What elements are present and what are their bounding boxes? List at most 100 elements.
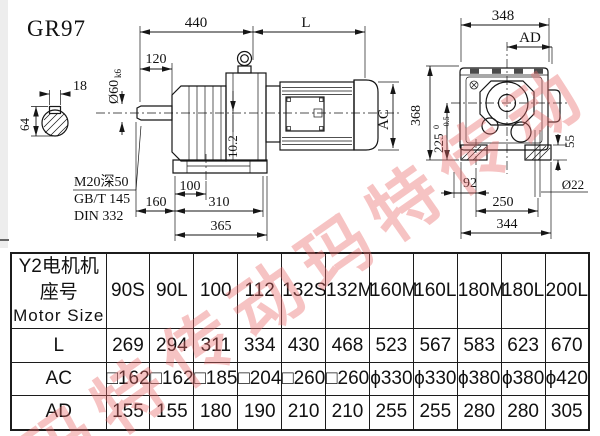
thread-note-line3: DIN 332 [74,209,123,224]
dim-440-label: 440 [185,15,208,31]
dim-AD-label: AD [519,30,541,46]
table-cell: 583 [456,328,502,364]
dim-120-label: 120 [146,52,167,67]
row-label-AD: AD [10,395,107,431]
motor-size-table: Y2电机机座号 Motor Size 90S 90L 100 112 132S … [10,252,590,431]
column-header-90s: 90S [105,252,151,330]
table-cell: 269 [105,328,151,364]
foot-hatching [461,144,551,161]
dim-shaft-height-label: 64 [17,118,32,132]
end-view: 348 AD 368 225 0 -0.5 55 92 250 344 Ø22 [409,8,588,239]
table-cell: 567 [412,328,458,364]
table-cell: □260 [281,362,327,397]
table-cell: ϕ380 [500,362,546,397]
table-cell: ϕ330 [412,362,458,397]
table-cell: ϕ380 [456,362,502,397]
column-header-112: 112 [237,252,283,330]
svg-text:225: 225 [431,134,446,154]
column-header-132s: 132S [281,252,327,330]
dim-100-label: 100 [180,179,201,194]
output-bore-circle [497,93,517,113]
dim-344-label: 344 [497,217,518,232]
header-motor-size-cn: Y2电机机座号 [18,256,99,303]
table-cell: 155 [105,395,151,431]
flange-octagon [479,80,535,126]
keyway [48,105,62,115]
dim-key-width-label: 18 [73,79,87,94]
dim-225-tol-lower: -0.5 [442,116,451,129]
table-row-L: L 269 294 311 334 430 468 523 567 583 62… [10,328,590,364]
table-header-row: Y2电机机座号 Motor Size 90S 90L 100 112 132S … [10,252,590,330]
table-cell: □162 [149,362,195,397]
scan-edge-artifact [0,0,8,248]
column-header-132m: 132M [325,252,374,330]
column-header-90l: 90L [149,252,195,330]
dim-365-label: 365 [211,219,232,234]
dim-225-label: 225 0 -0.5 [431,116,451,153]
main-view: 440 L 120 Ø60 k6 10.2 AC 100 160 310 365 [96,15,400,241]
dim-348-label: 348 [492,8,515,24]
technical-drawing: 18 64 M20深50 GB/T 145 DIN 332 [17,8,588,241]
thread-note: M20深50 GB/T 145 DIN 332 [73,125,142,224]
vent-screw-icon [469,80,479,90]
column-header-160l: 160L [412,252,458,330]
table-cell: 670 [544,328,590,364]
dim-AC-label: AC [376,109,392,130]
table-cell: 210 [325,395,370,431]
column-header-180m: 180M [456,252,505,330]
table-row-AD: AD 155 155 180 190 210 210 255 255 280 2… [10,395,590,431]
output-flange-circle [485,81,529,125]
table-cell: 523 [368,328,414,364]
dim-160-label: 160 [146,195,167,210]
top-lugs [470,68,543,74]
motor-adapter [265,85,281,143]
table-cell: 294 [149,328,195,364]
table-cell: □204 [237,362,283,397]
dimension-lines [119,26,399,241]
table-cell: 210 [281,395,327,431]
table-cell: □260 [325,362,370,397]
table-cell: 334 [237,328,283,364]
scan-tick-artifact [0,239,9,241]
mounting-base [172,159,268,174]
svg-text:Ø60: Ø60 [107,80,122,104]
note-leader [135,125,142,191]
eyebolt-base [237,65,252,74]
dim-368-label: 368 [409,105,424,126]
table-cell: ϕ420 [544,362,590,397]
table-cell: 280 [500,395,546,431]
table-cell: 430 [281,328,327,364]
table-cell: 180 [193,395,239,431]
gear-housing [171,85,227,162]
table-cell: 190 [237,395,283,431]
table-cell: 255 [412,395,458,431]
table-cell: □162 [105,362,151,397]
dimension-lines [31,90,71,137]
column-header-160m: 160M [368,252,417,330]
dim-250-label: 250 [493,195,514,210]
dim-92-label: 92 [463,176,477,191]
table-cell: ϕ330 [368,362,414,397]
motor-fins [282,87,352,145]
dim-L-label: L [301,15,310,31]
dim-hole-dia-label: Ø22 [562,177,584,192]
dimension-lines [426,18,588,239]
dim-55-label: 55 [562,135,577,148]
gear-housing-ribs [188,86,222,161]
table-cell: 280 [456,395,502,431]
table-cell: 468 [325,328,370,364]
table-cell: 305 [544,395,590,431]
row-label-AC: AC [10,362,107,397]
thread-note-line1: M20深50 [74,174,128,190]
table-row-AC: AC □162 □162 □185 □204 □260 □260 ϕ330 ϕ3… [10,362,590,397]
header-motor-size: Y2电机机座号 Motor Size [10,252,107,330]
dim-225-tol-upper: 0 [432,125,441,129]
motor-body [279,81,355,151]
table-cell: 623 [500,328,546,364]
housing-outline [459,67,549,151]
dim-310-label: 310 [209,195,230,210]
motor-fin-plate [285,96,325,132]
plate-screws [286,97,324,131]
column-header-180l: 180L [500,252,546,330]
